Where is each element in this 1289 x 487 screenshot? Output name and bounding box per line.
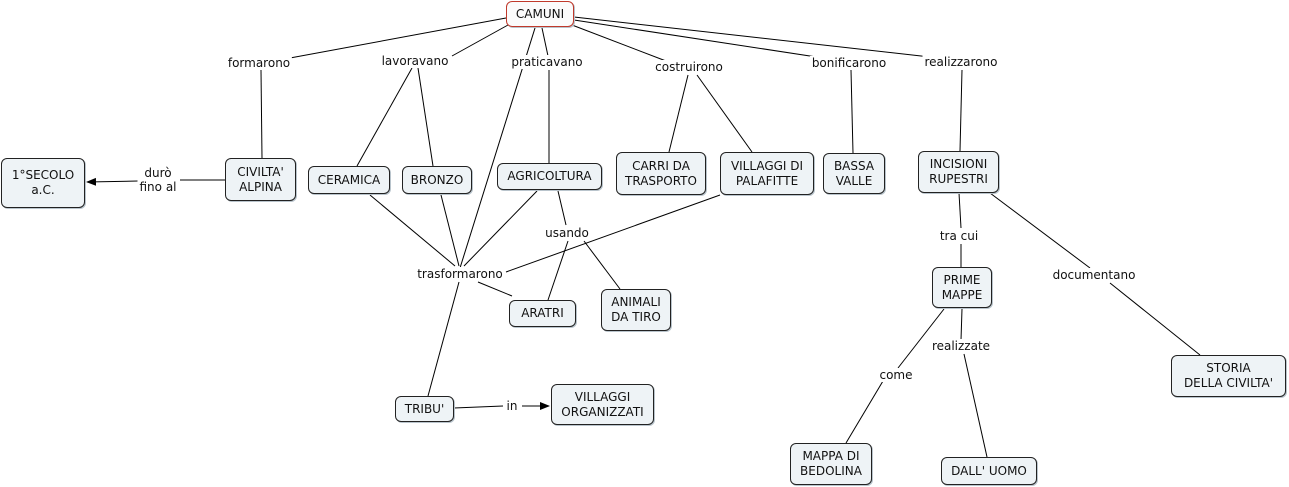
edge-costruirono-villaggi	[696, 74, 753, 153]
node-villaggi-di-palafitte[interactable]: VILLAGGI DI PALAFITTE	[720, 152, 814, 195]
node-camuni[interactable]: CAMUNI	[506, 1, 574, 27]
link-usando: usando	[543, 226, 591, 240]
edge-realizzate-uomo	[963, 353, 988, 458]
edge-formarono-civilta	[260, 69, 263, 159]
edge-prime-come	[897, 308, 945, 369]
edge-come-mappa	[845, 380, 884, 444]
edge-incisioni-tracui	[958, 192, 962, 229]
link-trasformarono: trasformarono	[415, 267, 505, 281]
link-realizzarono: realizzarono	[922, 55, 1000, 69]
edge-trasformarono-aratri	[477, 281, 513, 297]
link-duro-fino-al: durò fino al	[137, 166, 179, 194]
edge-incisioni-documentano	[989, 192, 1091, 269]
edge-duro-secolo	[86, 177, 139, 186]
node-civilta-alpina[interactable]: CIVILTA' ALPINA	[225, 158, 296, 201]
link-documentano: documentano	[1050, 268, 1138, 282]
node-tribu[interactable]: TRIBU'	[395, 396, 454, 422]
node-villaggi-organizzati[interactable]: VILLAGGI ORGANIZZATI	[551, 384, 654, 425]
node-ceramica[interactable]: CERAMICA	[308, 166, 390, 194]
edge-camuni-bonificarono	[573, 19, 824, 59]
edge-usando-animali	[583, 240, 621, 290]
edge-tribu-in	[453, 405, 504, 409]
node-1-secolo[interactable]: 1°SECOLO a.C.	[1, 158, 85, 208]
edge-lavoravano-bronzo	[417, 67, 434, 167]
edge-costruirono-carri	[668, 74, 689, 153]
edge-prime-realizzate	[960, 308, 963, 341]
node-carri-da-trasporto[interactable]: CARRI DA TRASPORTO	[616, 152, 706, 195]
link-realizzate: realizzate	[929, 339, 993, 353]
node-dall-uomo[interactable]: DALL' UOMO	[941, 457, 1037, 485]
edge-agricoltura-trasformarono	[463, 190, 538, 267]
edge-villaggi-trasformarono	[505, 194, 721, 273]
edge-usando-aratri	[547, 240, 569, 301]
edge-bronzo-trasformarono	[440, 194, 460, 267]
edge-camuni-formarono	[289, 17, 507, 59]
edge-trasformarono-tribu	[427, 281, 460, 397]
node-aratri[interactable]: ARATRI	[509, 300, 576, 327]
edge-lavoravano-ceramica	[356, 67, 413, 167]
edge-camuni-realizzarono	[573, 16, 931, 58]
node-bassa-valle[interactable]: BASSA VALLE	[823, 153, 885, 194]
edge-documentano-storia	[1109, 282, 1201, 356]
link-costruirono: costruirono	[653, 60, 725, 74]
edge-bonificarono-bassa	[850, 69, 854, 154]
edge-camuni-lavoravano	[451, 24, 509, 57]
node-storia-della-civilta[interactable]: STORIA DELLA CIVILTA'	[1171, 355, 1286, 397]
node-animali-da-tiro[interactable]: ANIMALI DA TIRO	[601, 289, 671, 331]
link-bonificarono: bonificarono	[809, 56, 889, 70]
link-tra-cui: tra cui	[937, 229, 981, 243]
link-come: come	[877, 368, 915, 382]
edge-camuni-praticavano	[541, 27, 549, 57]
node-bronzo[interactable]: BRONZO	[402, 166, 472, 194]
edge-ceramica-trasformarono	[369, 194, 456, 267]
link-in: in	[504, 399, 520, 413]
edge-agricoltura-usando	[557, 190, 567, 226]
link-praticavano: praticavano	[509, 55, 585, 69]
node-incisioni-rupestri[interactable]: INCISIONI RUPESTRI	[918, 151, 999, 193]
edge-realizzarono-incisioni	[959, 69, 963, 152]
link-lavoravano: lavoravano	[379, 54, 451, 68]
node-mappa-di-bedolina[interactable]: MAPPA DI BEDOLINA	[790, 443, 872, 485]
edge-camuni-costruirono	[571, 24, 667, 62]
node-agricoltura[interactable]: AGRICOLTURA	[497, 163, 602, 190]
link-formarono: formarono	[225, 56, 293, 70]
node-prime-mappe[interactable]: PRIME MAPPE	[932, 267, 992, 308]
